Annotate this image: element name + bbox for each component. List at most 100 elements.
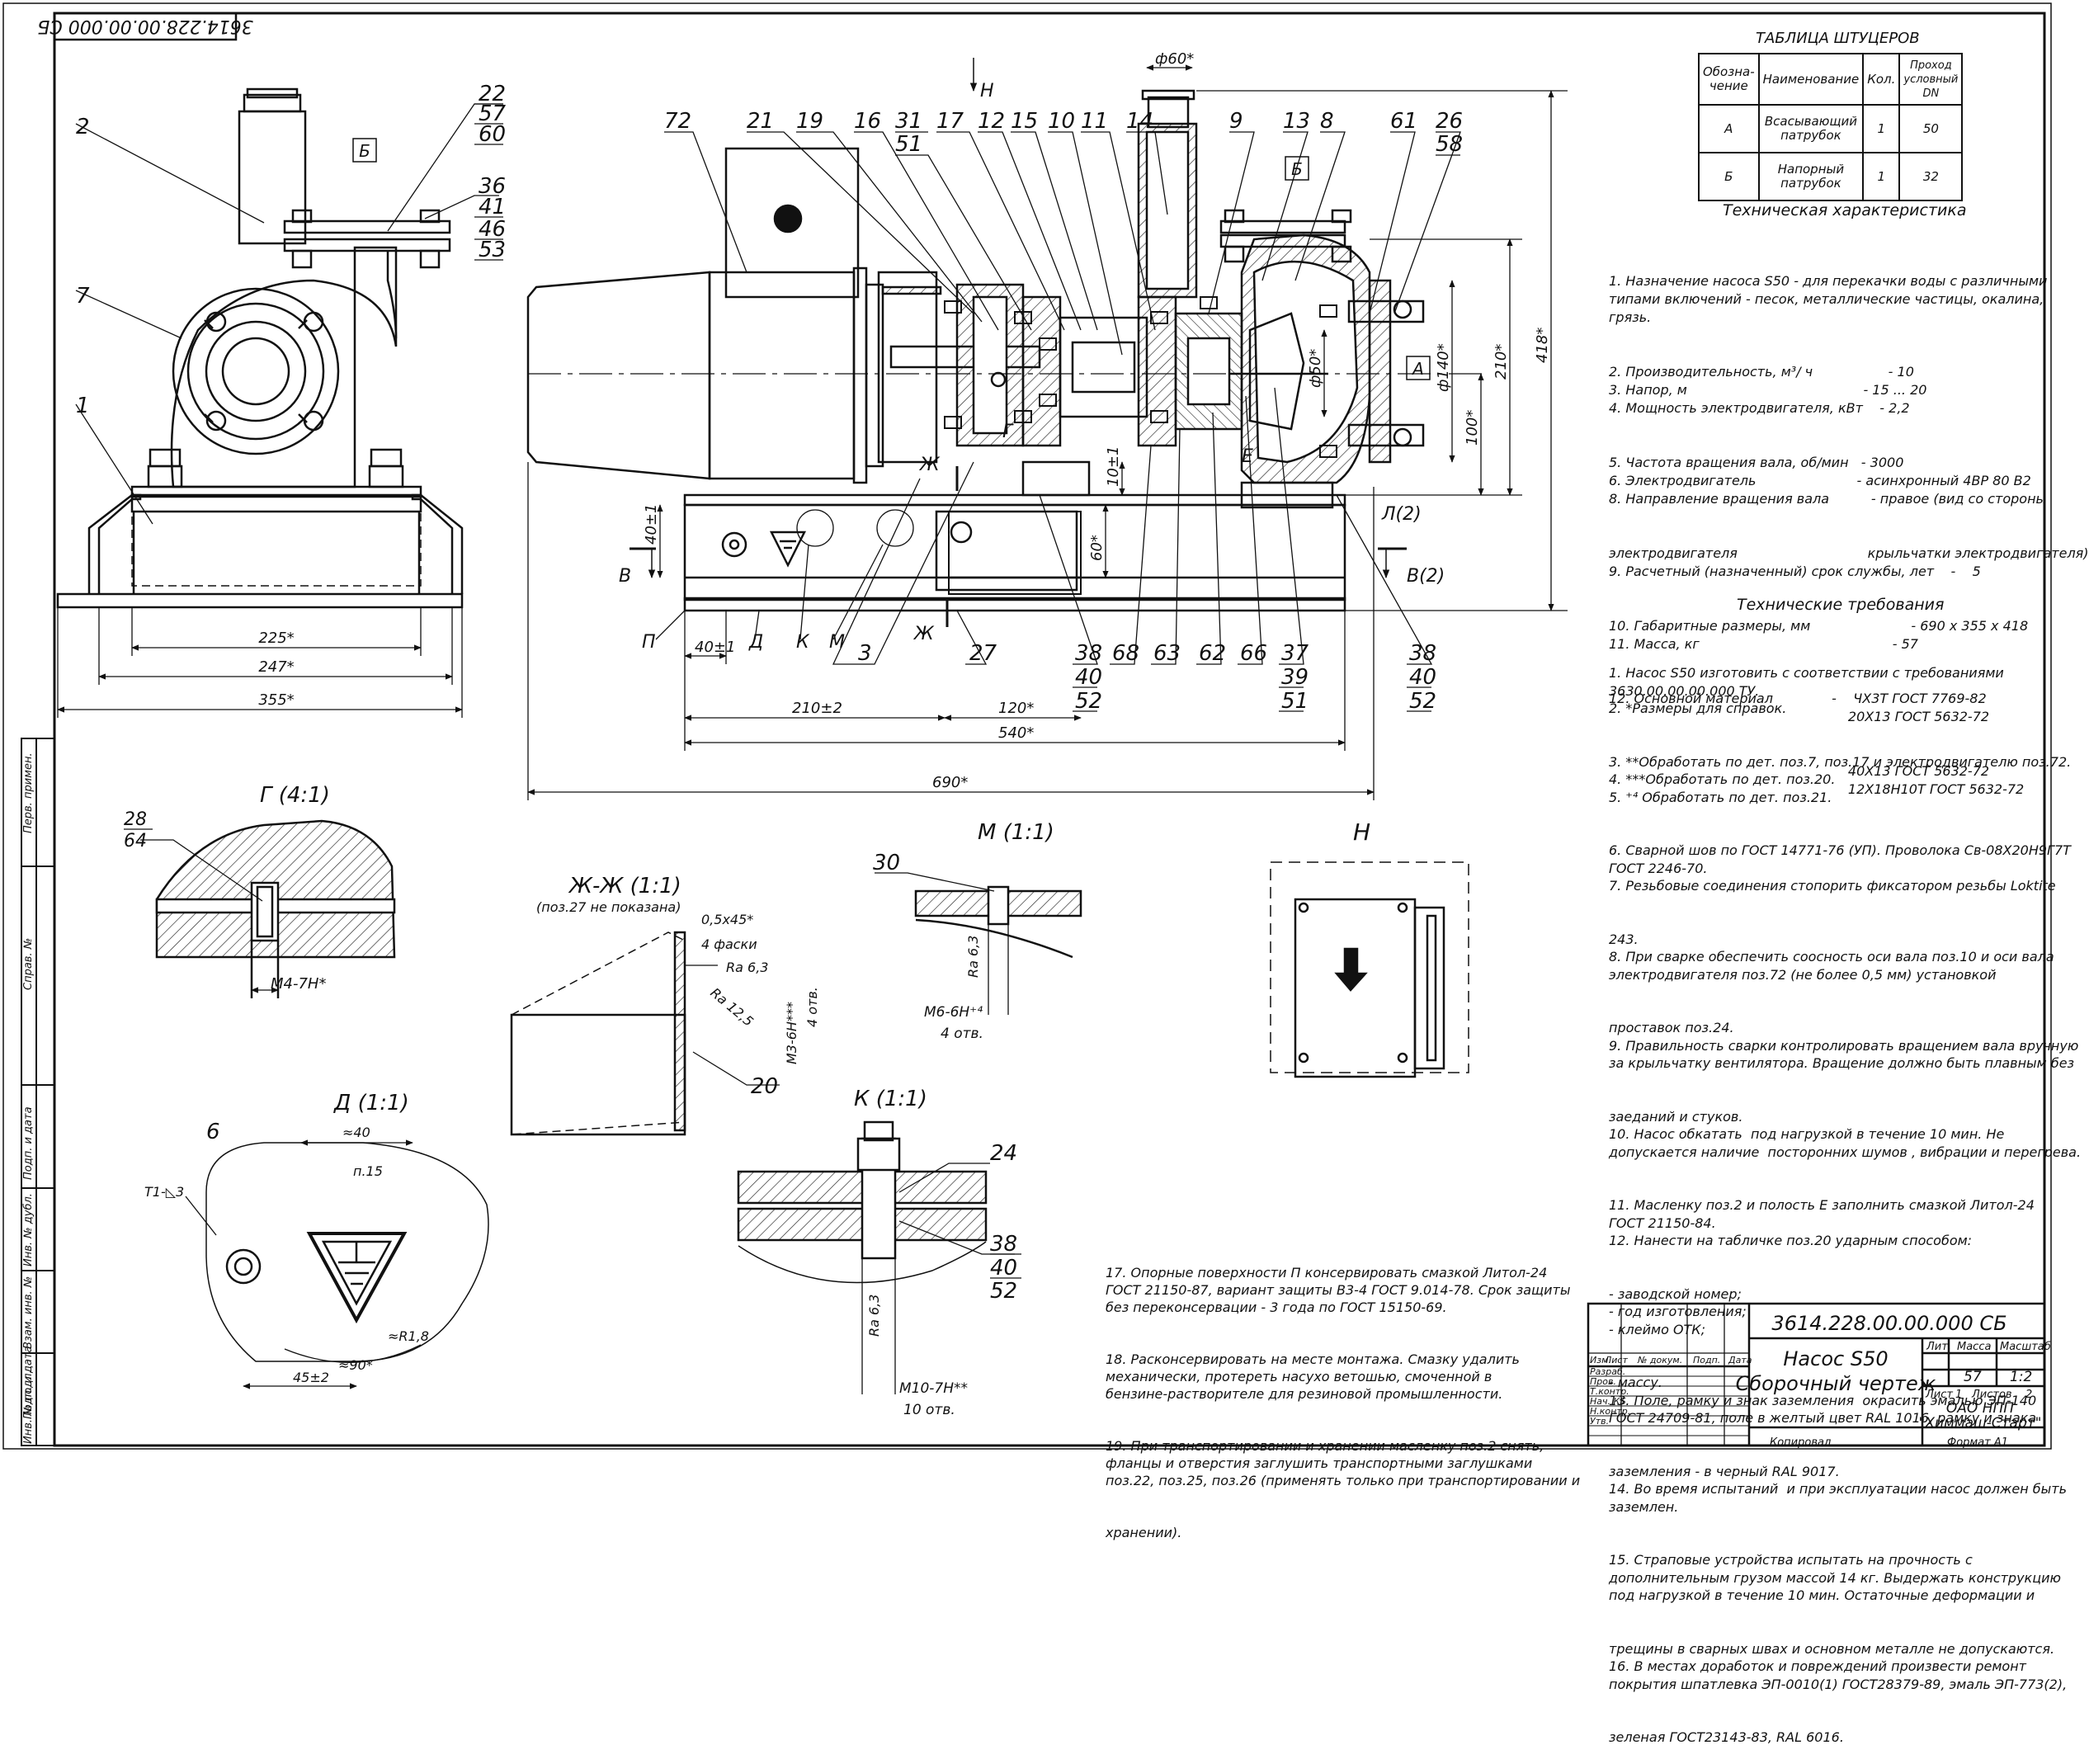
svg-text:40±1: 40±1 [695,639,735,656]
svg-text:Т.контр.: Т.контр. [1590,1386,1629,1397]
svg-text:58: 58 [1436,132,1463,157]
svg-text:1: 1 [76,394,90,418]
svg-text:К: К [796,632,810,653]
svg-text:Справ. №: Справ. № [22,938,35,990]
end-view-numbers: 2 7 1 22 57 60 36 41 46 53 [76,82,507,418]
svg-text:Копировал: Копировал [1770,1436,1831,1449]
svg-text:Насос S50: Насос S50 [1783,1347,1888,1370]
svg-text:51: 51 [1281,689,1309,714]
svg-text:68: 68 [1112,641,1139,666]
svg-text:М (1:1): М (1:1) [978,820,1054,845]
end-view-dims [57,607,463,718]
title-block-rows [1588,1375,1749,1436]
svg-text:64: 64 [124,831,147,851]
svg-text:3: 3 [858,641,872,666]
svg-text:51: 51 [895,132,922,157]
svg-text:M6-6H⁺⁴: M6-6H⁺⁴ [924,1004,983,1021]
svg-text:Листов: Листов [1971,1389,2012,1401]
svg-text:355*: 355* [258,691,294,709]
front-view-bolts [944,296,1337,458]
svg-text:Сборочный чертеж: Сборочный чертеж [1736,1372,1936,1395]
svg-text:Пров.: Пров. [1590,1376,1616,1387]
svg-text:2: 2 [76,115,90,139]
front-view-letter-boxes [1285,156,1431,380]
svg-text:Лит.: Лит. [1926,1341,1951,1353]
svg-text:40±1: 40±1 [643,504,660,545]
svg-text:247*: 247* [258,658,294,676]
svg-text:418*: 418* [1534,328,1551,363]
front-view-top-numbers: 72 21 19 16 31 51 17 12 15 10 11 14 9 13… [664,109,1463,157]
svg-text:28: 28 [124,809,147,830]
nozzle-table: Обозна- чение Наименование Кол. Проход у… [1698,53,1964,201]
side-stamp-labels: Перв. примен. Справ. № Подп. и дата Инв.… [22,752,35,1444]
svg-text:210±2: 210±2 [792,700,842,717]
front-view [526,89,1485,612]
svg-text:ф60*: ф60* [1155,50,1194,68]
svg-text:Н.контр.: Н.контр. [1590,1406,1630,1417]
svg-text:38: 38 [1409,641,1436,666]
svg-text:52: 52 [1075,689,1102,714]
svg-text:Б: Б [1291,159,1303,179]
section-zh [510,931,718,1136]
front-view-dim-text: 40±1 40±1 210±2 120* 540* 690* ф60* 418*… [643,50,1551,791]
svg-text:Лист: Лист [1925,1389,1953,1401]
svg-text:72: 72 [664,109,691,134]
svg-text:46: 46 [479,217,506,242]
view-n [1270,861,1469,1078]
svg-text:60: 60 [479,122,506,147]
svg-text:17: 17 [936,109,964,134]
nozzle-cell: Всасывающий патрубок [1757,104,1865,153]
svg-text:4 фаски: 4 фаски [701,936,757,952]
svg-text:ОАО НПП: ОАО НПП [1946,1400,2014,1417]
svg-text:ф140*: ф140* [1435,343,1452,392]
nozzle-cell: 1 [1862,152,1901,201]
svg-text:225*: 225* [258,630,294,647]
svg-text:Изм.: Изм. [1590,1355,1611,1365]
section-arrows [648,58,1390,579]
svg-text:100*: 100* [1464,410,1481,446]
svg-text:"Химмаш-Старт": "Химмаш-Старт" [1919,1415,2042,1431]
svg-text:37: 37 [1281,641,1309,666]
svg-text:Разраб.: Разраб. [1590,1366,1625,1377]
svg-text:Д: Д [748,632,763,653]
svg-text:Нач. КБ: Нач. КБ [1590,1396,1626,1407]
svg-text:Л(2): Л(2) [1381,504,1422,525]
svg-text:53: 53 [479,238,506,262]
svg-text:T1-◺3: T1-◺3 [144,1184,184,1200]
end-view-leaders [75,103,503,525]
end-view-dim-text: 225* 247* 355* [258,630,294,709]
svg-text:38: 38 [1075,641,1102,666]
svg-text:Н: Н [980,81,994,101]
svg-text:Лист: Лист [1604,1355,1628,1365]
svg-text:Подп. и дата: Подп. и дата [22,1106,35,1180]
detail-d [205,1142,489,1362]
svg-text:Ra 6,3: Ra 6,3 [866,1295,882,1337]
drawing-sheet: 3614.228.00.00.000 СБ Перв. примен. Спра… [2,2,2052,1450]
svg-text:57: 57 [479,101,507,126]
svg-text:60*: 60* [1088,535,1106,561]
svg-text:4 отв.: 4 отв. [804,987,820,1027]
svg-text:Б: Б [359,141,370,161]
svg-text:52: 52 [1409,689,1436,714]
doc-code-rotated: 3614.228.00.00.000 СБ [37,16,252,36]
svg-text:1:2: 1:2 [2010,1369,2032,1385]
svg-text:30: 30 [873,851,900,875]
doc-code-stamp: 3614.228.00.00.000 СБ [37,12,253,41]
svg-text:Ж: Ж [912,624,935,644]
svg-text:27: 27 [969,641,997,666]
detail-k [737,1120,1015,1394]
svg-text:Подп. и дата: Подп. и дата [22,1346,35,1419]
end-view [56,87,464,609]
inner-frame [53,12,2046,1447]
svg-text:≈90*: ≈90* [338,1357,373,1373]
svg-text:6: 6 [206,1120,220,1144]
svg-text:63: 63 [1153,641,1181,666]
svg-text:Перв. примен.: Перв. примен. [22,752,35,833]
svg-text:39: 39 [1281,665,1309,690]
nozzle-cell: А [1698,104,1760,153]
svg-text:Д (1:1): Д (1:1) [333,1091,409,1115]
svg-text:Формат А1: Формат А1 [1947,1436,2008,1449]
svg-text:40: 40 [1075,665,1102,690]
svg-text:11: 11 [1081,109,1108,134]
detail-g [140,819,396,998]
